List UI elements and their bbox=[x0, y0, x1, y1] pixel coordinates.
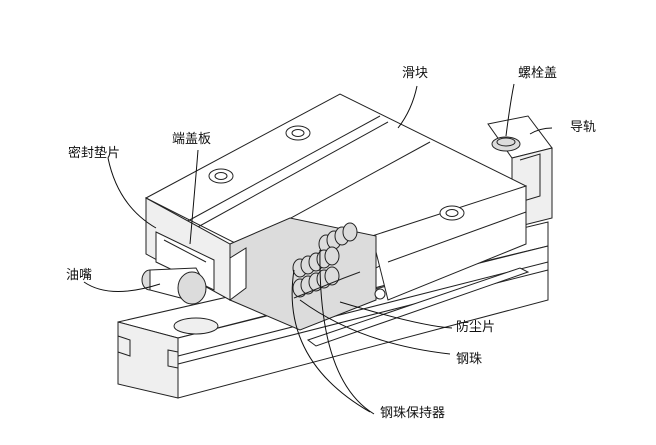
label-bolt-cap: 螺栓盖 bbox=[518, 66, 558, 81]
dust-strip-part bbox=[306, 267, 530, 347]
bolt-cap-part bbox=[491, 136, 521, 152]
side-hole bbox=[374, 288, 386, 300]
grease-nipple-part bbox=[141, 267, 219, 335]
label-slider: 滑块 bbox=[402, 66, 429, 81]
mounting-holes bbox=[208, 125, 465, 221]
label-ball-retainer: 钢珠保持器 bbox=[380, 406, 446, 421]
label-steel-ball: 钢珠 bbox=[456, 352, 483, 367]
ball-retainer-part bbox=[293, 271, 361, 299]
label-guide-rail: 导轨 bbox=[570, 120, 597, 135]
label-dust-strip: 防尘片 bbox=[456, 320, 496, 335]
label-grease-nipple: 油嘴 bbox=[66, 268, 93, 283]
label-end-cap: 端盖板 bbox=[172, 132, 212, 147]
label-seal-pad: 密封垫片 bbox=[68, 146, 121, 161]
leader-lines bbox=[83, 83, 553, 415]
steel-balls-lower bbox=[292, 246, 340, 298]
